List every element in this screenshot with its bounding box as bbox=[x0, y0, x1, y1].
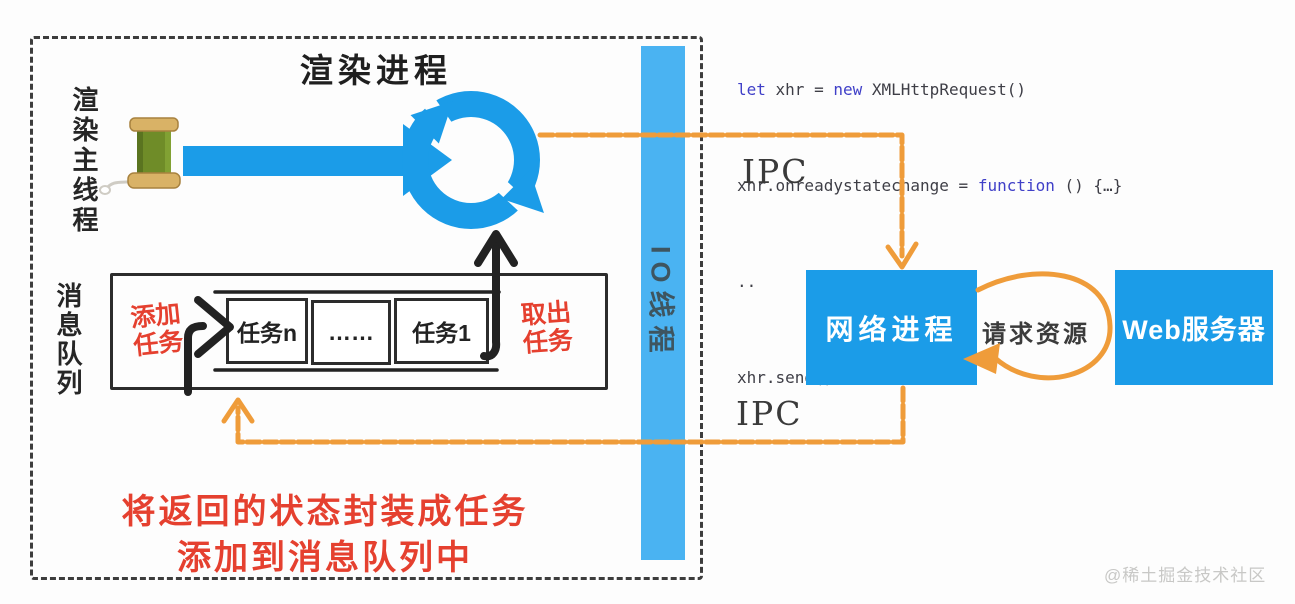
queue-ellipsis-cell: …… bbox=[311, 300, 391, 365]
render-process-title: 渲染进程 bbox=[300, 52, 452, 89]
render-main-thread-label: 渲染主线程 bbox=[69, 86, 99, 236]
code-line: let xhr = new XMLHttpRequest() bbox=[737, 80, 1027, 99]
take-task-label: 取出 任务 bbox=[520, 298, 574, 358]
ipc-label-bottom: IPC bbox=[736, 394, 803, 433]
network-process-box: 网络进程 bbox=[806, 270, 977, 385]
code-line: .. bbox=[737, 272, 757, 291]
xhr-code-snippet: let xhr = new XMLHttpRequest() xhr.onrea… bbox=[737, 10, 1122, 458]
message-queue-label: 消息队列 bbox=[53, 282, 83, 398]
io-thread-label: IO线程 bbox=[645, 245, 676, 361]
caption-add-to-queue: 添加到消息队列中 bbox=[177, 539, 473, 577]
render-process-box bbox=[30, 36, 703, 580]
caption-wrap-state-as-task: 将返回的状态封装成任务 bbox=[121, 493, 529, 531]
ipc-label-top: IPC bbox=[742, 152, 809, 191]
watermark: @稀土掘金技术社区 bbox=[1104, 566, 1267, 585]
add-task-label: 添加 任务 bbox=[129, 299, 185, 361]
web-server-box: Web服务器 bbox=[1115, 270, 1273, 385]
queue-task-cell: 任务n bbox=[226, 298, 308, 364]
io-thread-bar: IO线程 bbox=[641, 46, 685, 560]
request-resource-label: 请求资源 bbox=[982, 321, 1090, 348]
queue-task-cell: 任务1 bbox=[394, 298, 489, 364]
